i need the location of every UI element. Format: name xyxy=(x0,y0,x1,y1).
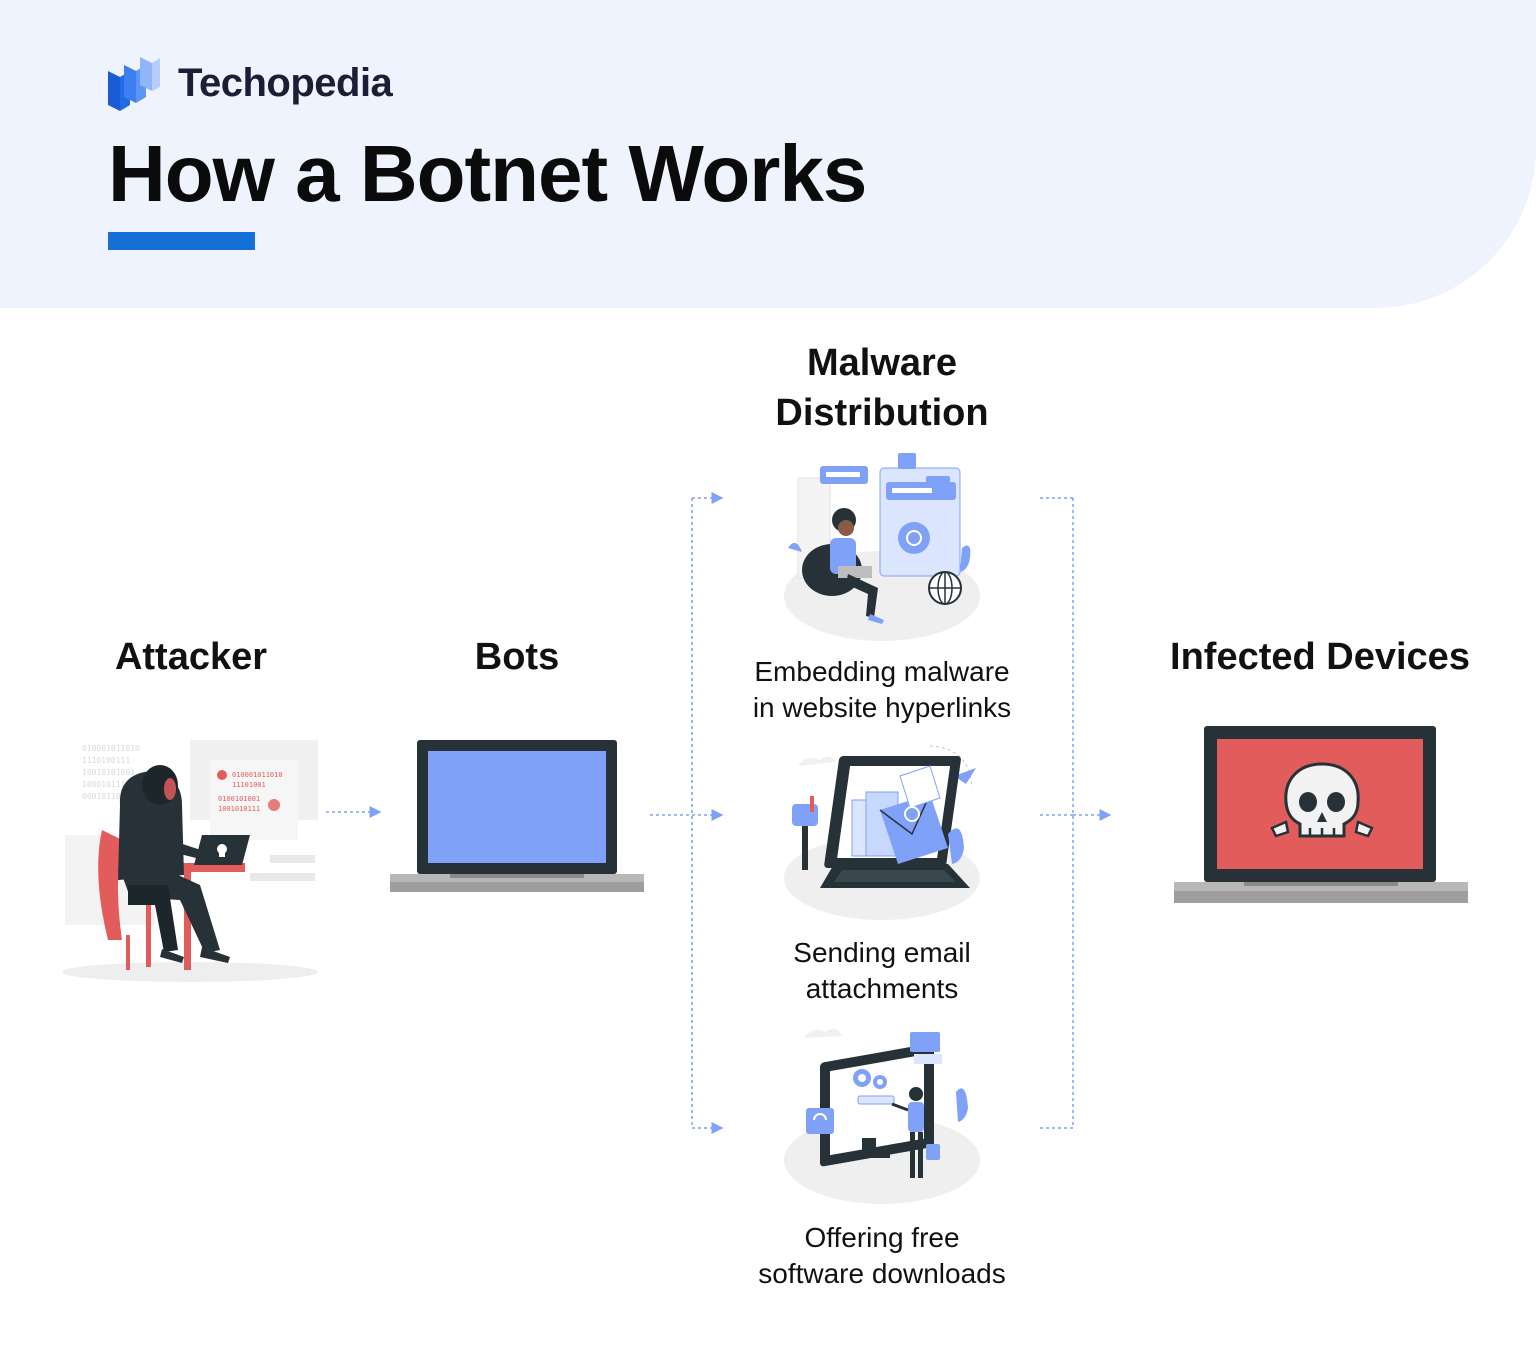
hacker-icon: 010001011010 1110100111 10010101001 1000… xyxy=(62,740,318,982)
laptop-icon xyxy=(390,740,644,892)
brand-name: Techopedia xyxy=(178,60,393,105)
method-caption-email-line2: attachments xyxy=(805,973,959,1004)
method-caption-email-line1: Sending email xyxy=(793,937,971,968)
malware-distribution-heading: Malware Distribution xyxy=(712,338,1052,438)
brand-logo: Techopedia xyxy=(108,55,393,111)
skull-icon xyxy=(1270,762,1374,838)
method-caption-websites: Embedding malware in website hyperlinks xyxy=(712,654,1052,726)
svg-text:100010111: 100010111 xyxy=(82,780,126,789)
malware-heading-line1: Malware xyxy=(807,342,957,384)
svg-text:11101001: 11101001 xyxy=(232,781,266,789)
svg-text:00010110: 00010110 xyxy=(82,792,121,801)
svg-text:1001010111: 1001010111 xyxy=(218,805,260,813)
method-caption-websites-line2: in website hyperlinks xyxy=(752,692,1012,723)
svg-text:10010101001: 10010101001 xyxy=(82,768,135,777)
title-underline xyxy=(108,232,255,250)
svg-text:010001011010: 010001011010 xyxy=(82,744,140,753)
email-attachment-icon xyxy=(784,745,980,920)
malware-heading-line2: Distribution xyxy=(775,392,989,434)
header-band xyxy=(0,0,1536,308)
software-download-icon xyxy=(784,1028,980,1204)
website-links-icon xyxy=(784,453,980,641)
svg-text:0100101001: 0100101001 xyxy=(218,795,260,803)
page-title: How a Botnet Works xyxy=(108,129,867,218)
techopedia-logo-icon xyxy=(108,57,160,111)
method-caption-downloads: Offering free software downloads xyxy=(712,1220,1052,1292)
method-caption-downloads-line2: software downloads xyxy=(758,1258,1006,1289)
method-caption-downloads-line1: Offering free xyxy=(804,1222,960,1253)
svg-text:010001011010: 010001011010 xyxy=(232,771,283,779)
method-caption-email: Sending email attachments xyxy=(712,935,1052,1007)
skull-laptop-icon xyxy=(1174,726,1468,903)
bots-heading: Bots xyxy=(474,636,560,678)
method-caption-websites-line1: Embedding malware xyxy=(754,656,1010,687)
infected-devices-heading: Infected Devices xyxy=(1170,636,1470,678)
svg-text:1110100111: 1110100111 xyxy=(82,756,130,765)
attacker-heading: Attacker xyxy=(114,636,268,678)
